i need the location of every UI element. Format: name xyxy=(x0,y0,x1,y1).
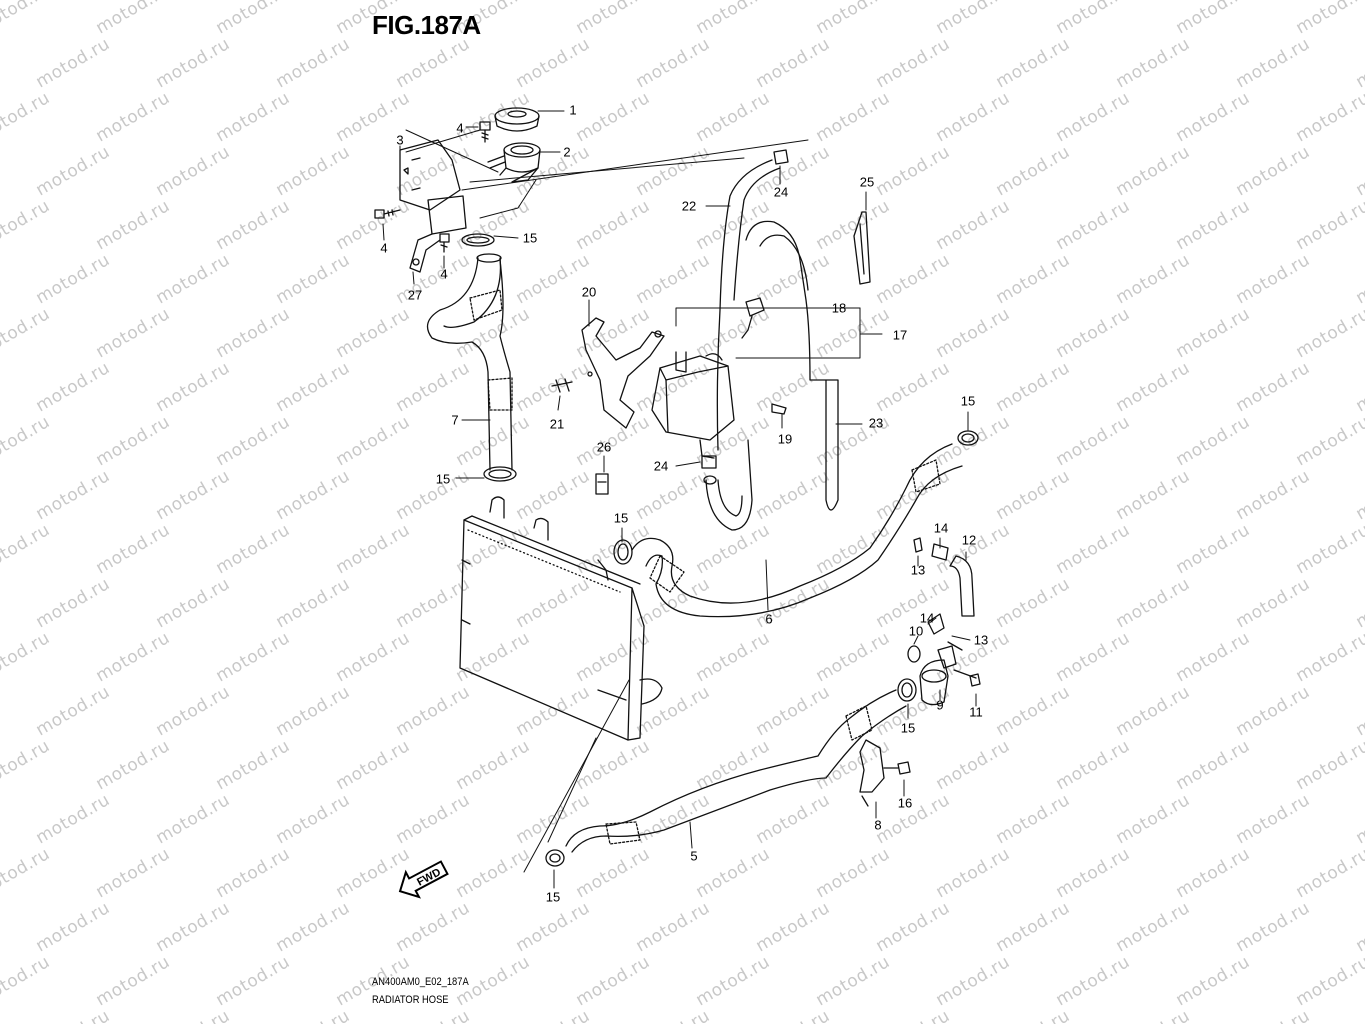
callout-11: 11 xyxy=(969,704,983,720)
radiator-guide-lines xyxy=(523,679,630,873)
callout-13: 13 xyxy=(910,562,926,578)
callout-25: 25 xyxy=(859,174,875,190)
hose-six xyxy=(631,443,963,618)
fwd-label: FWD xyxy=(415,866,443,888)
fwd-arrow-icon: FWD xyxy=(398,860,449,899)
callout-4: 4 xyxy=(456,120,464,136)
callout-27: 27 xyxy=(407,287,423,303)
callout-19: 19 xyxy=(777,431,793,447)
callout-17: 17 xyxy=(892,327,908,343)
callout-15: 15 xyxy=(613,510,629,526)
callout-15: 15 xyxy=(522,230,538,246)
callout-22: 22 xyxy=(681,198,697,214)
small-clamps xyxy=(701,149,789,469)
figure-title: FIG.187A xyxy=(372,10,481,40)
callout-5: 5 xyxy=(690,848,698,864)
callout-14: 14 xyxy=(933,520,949,536)
hose-five xyxy=(565,689,907,853)
thermostat-assembly xyxy=(907,537,981,706)
callout-15: 15 xyxy=(960,393,976,409)
small-fasteners xyxy=(551,297,787,415)
callout-7: 7 xyxy=(451,412,459,428)
callout-15: 15 xyxy=(435,471,451,487)
callout-3: 3 xyxy=(396,132,404,148)
callout-1: 1 xyxy=(569,102,577,118)
hose-clamps xyxy=(461,233,979,867)
callout-6: 6 xyxy=(765,611,773,627)
callout-13: 13 xyxy=(973,632,989,648)
callout-26: 26 xyxy=(596,439,612,455)
drawing-code: AN400AM0_E02_187A xyxy=(372,976,469,988)
callout-15: 15 xyxy=(545,889,561,905)
guide-lines xyxy=(405,129,809,219)
figure-caption: RADIATOR HOSE xyxy=(372,994,449,1006)
callout-18: 18 xyxy=(831,300,847,316)
reservoir-tank xyxy=(651,351,735,459)
upper-bracket xyxy=(399,139,467,273)
upper-hose xyxy=(426,253,513,471)
callout-9: 9 xyxy=(936,697,944,713)
leader-lines xyxy=(382,110,977,889)
callout-2: 2 xyxy=(563,144,571,160)
bolt-group xyxy=(374,121,491,253)
tank-bracket xyxy=(581,317,665,429)
callout-14: 14 xyxy=(919,610,935,626)
filler-neck xyxy=(487,142,541,183)
callout-4: 4 xyxy=(440,266,448,282)
callout-4: 4 xyxy=(380,240,388,256)
callout-16: 16 xyxy=(897,795,913,811)
lower-bracket xyxy=(859,739,911,807)
callout-15: 15 xyxy=(900,720,916,736)
radiator-cap xyxy=(494,107,540,132)
callout-8: 8 xyxy=(874,817,882,833)
callout-21: 21 xyxy=(549,416,565,432)
strap xyxy=(853,211,871,285)
callout-12: 12 xyxy=(961,532,977,548)
callout-24: 24 xyxy=(773,184,789,200)
callout-24: 24 xyxy=(653,458,669,474)
callout-10: 10 xyxy=(908,623,924,639)
callout-23: 23 xyxy=(868,415,884,431)
callout-20: 20 xyxy=(581,284,597,300)
overflow-hoses xyxy=(703,159,839,531)
radiator-core xyxy=(459,496,663,741)
label-tag xyxy=(595,473,609,495)
